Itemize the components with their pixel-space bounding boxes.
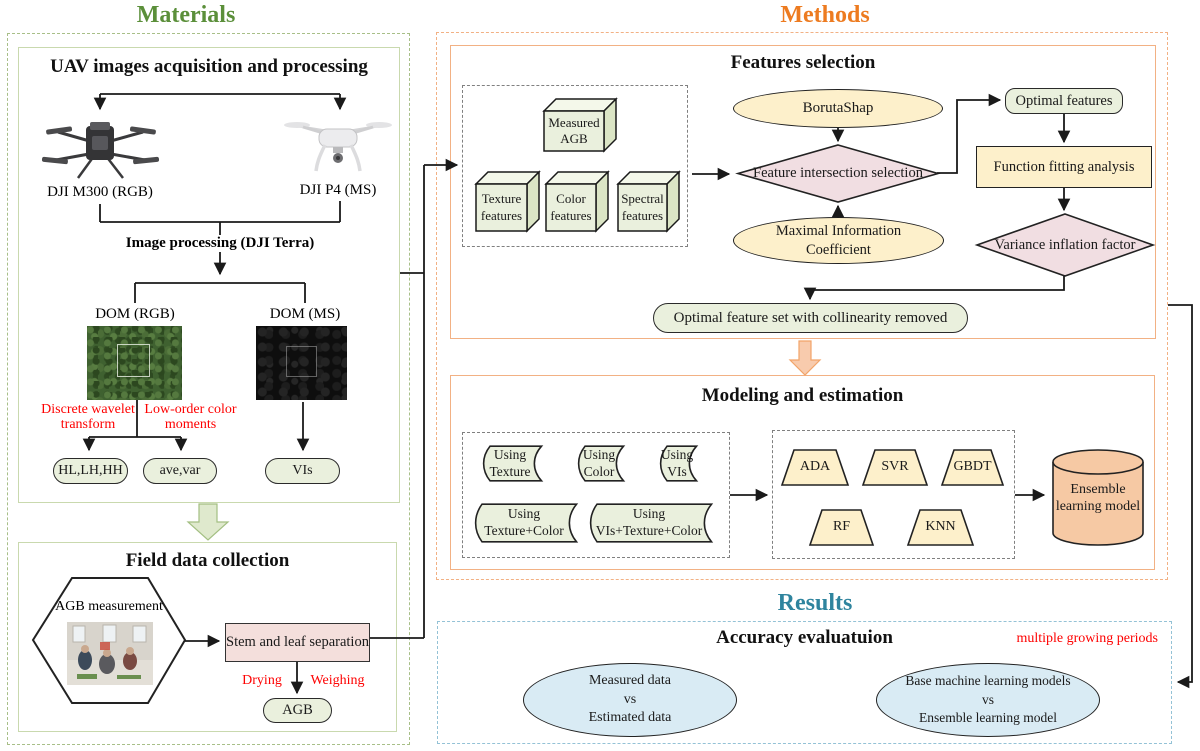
ada-label: ADA	[799, 459, 831, 475]
models-dashed-box	[772, 430, 1015, 559]
features-box-border	[450, 45, 1156, 339]
measured-agb-label: Measured AGB	[548, 114, 600, 146]
grass-photo	[87, 326, 182, 400]
using-vis-texture-color-label: Using VIs+Texture+Color	[595, 506, 703, 538]
svr-label: SVR	[881, 459, 909, 475]
knn-trapezoid	[906, 509, 975, 546]
field-box-title: Field data collection	[125, 550, 290, 571]
svr-trapezoid	[861, 449, 929, 486]
measured-vs-estimated-ellipse: Measured data vs Estimated data	[523, 663, 737, 737]
rf-trapezoid	[808, 509, 875, 546]
methods-section-title: Methods	[780, 2, 870, 28]
function-fitting-box: Function fitting analysis	[976, 146, 1152, 188]
optimal-set-pill: Optimal feature set with collinearity re…	[653, 303, 968, 333]
agb-pill: AGB	[263, 698, 332, 723]
ave-var-pill: ave,var	[143, 458, 217, 484]
drone-m300-label: DJI M300 (RGB)	[47, 184, 153, 200]
ms-photo	[256, 326, 347, 400]
using-color-shape	[577, 445, 626, 482]
vis-pill: VIs	[265, 458, 340, 484]
dwt-annotation: Discrete wavelet transform	[41, 402, 135, 433]
using-texture-color-shape	[474, 503, 579, 543]
borutashap-ellipse: BorutaShap	[733, 89, 943, 128]
base-vs-ensemble-ellipse: Base machine learning models vs Ensemble…	[876, 663, 1100, 737]
mic-ellipse: Maximal Information Coefficient	[733, 217, 944, 264]
feature-intersection-label: Feature intersection selection	[753, 165, 923, 182]
using-vis-label: Using VIs	[660, 446, 694, 479]
feature-intersection-diamond	[735, 144, 941, 203]
grass-sample-square	[117, 344, 150, 377]
using-vis-shape	[659, 445, 699, 482]
gbdt-label: GBDT	[953, 459, 992, 475]
spectral-features-box	[616, 170, 681, 233]
field-photo	[67, 622, 153, 685]
ensemble-cylinder	[1052, 449, 1144, 546]
image-processing-label: Image processing (DJI Terra)	[110, 235, 330, 252]
ada-trapezoid	[780, 449, 850, 486]
stem-leaf-separation-box: Stem and leaf separation	[225, 623, 370, 662]
spectral-features-label: Spectral features	[621, 191, 664, 223]
vif-label: Variance inflation factor	[994, 236, 1136, 253]
uav-box-title: UAV images acquisition and processing	[50, 56, 368, 77]
using-texture-label: Using Texture	[489, 446, 531, 479]
results-section-title: Results	[777, 590, 853, 616]
accuracy-box-title: Accuracy evaluatuion	[716, 627, 893, 648]
color-features-box	[544, 170, 610, 233]
drone-p4-label: DJI P4 (MS)	[299, 182, 377, 198]
ms-sample-square	[286, 346, 317, 377]
using-vis-texture-color-shape	[589, 503, 714, 543]
methods-outer-border	[436, 32, 1168, 580]
drone-p4-image	[284, 122, 392, 172]
rf-label: RF	[832, 519, 851, 535]
dom-rgb-label: DOM (RGB)	[95, 306, 175, 322]
dom-ms-label: DOM (MS)	[269, 306, 341, 322]
features-input-dashed-box	[462, 85, 688, 247]
locm-annotation: Low-order color moments	[144, 402, 237, 433]
using-dashed-box	[462, 432, 730, 558]
using-texture-shape	[482, 445, 544, 482]
materials-section-title: Materials	[136, 2, 236, 28]
modeling-box-title: Modeling and estimation	[701, 385, 904, 406]
using-color-label: Using Color	[582, 446, 616, 479]
ensemble-label: Ensemble learning model	[1055, 481, 1141, 515]
color-features-label: Color features	[550, 191, 592, 223]
agb-measurement-label: AGB measurement	[55, 599, 163, 614]
vif-diamond	[974, 213, 1156, 277]
measured-agb-box	[542, 97, 618, 153]
texture-features-label: Texture features	[480, 191, 523, 223]
growing-periods-note: multiple growing periods	[1016, 631, 1158, 646]
optimal-features-pill: Optimal features	[1005, 88, 1123, 114]
drying-label: Drying	[242, 673, 282, 688]
gbdt-trapezoid	[940, 449, 1005, 486]
hl-lh-hh-pill: HL,LH,HH	[53, 458, 128, 484]
using-texture-color-label: Using Texture+Color	[484, 506, 564, 538]
weighing-label: Weighing	[310, 673, 365, 688]
texture-features-box	[474, 170, 541, 233]
features-box-title: Features selection	[730, 52, 876, 73]
knn-label: KNN	[925, 519, 956, 535]
drone-m300-image	[41, 122, 160, 179]
